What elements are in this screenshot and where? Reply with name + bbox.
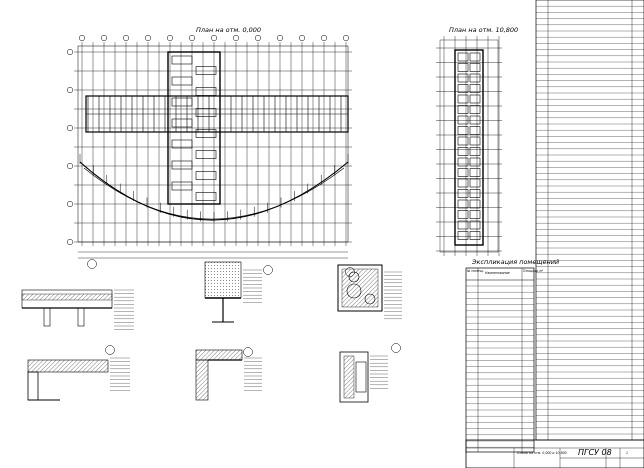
detail-section-1 [21, 259, 134, 330]
axis-marker [122, 34, 130, 42]
room [469, 157, 481, 167]
detail-section-6 [339, 343, 401, 403]
axis-marker [166, 34, 174, 42]
room [457, 52, 469, 62]
explication-header-name: Наименование [485, 271, 510, 275]
floor-plan-upper [436, 36, 502, 256]
axis-marker [66, 238, 74, 246]
axis-marker [66, 124, 74, 132]
axis-marker [66, 200, 74, 208]
plan-right-title: План на отм. 10,800 [449, 26, 519, 34]
room [195, 87, 217, 96]
room [171, 118, 193, 128]
room [171, 160, 193, 170]
room [469, 231, 481, 240]
room [469, 210, 481, 219]
axis-marker [66, 48, 74, 56]
sheet-caption: Планы на отм. 0,000 и 10,800 [517, 451, 567, 455]
axis-marker [210, 34, 218, 42]
room [171, 139, 193, 149]
room [457, 199, 469, 209]
room [457, 94, 469, 104]
room [171, 76, 193, 86]
title-block [465, 439, 644, 468]
axis-marker [144, 34, 152, 42]
explication-table [465, 267, 535, 453]
room [469, 105, 481, 114]
room [457, 178, 469, 188]
detail-section-3 [337, 264, 402, 319]
room [171, 55, 193, 65]
room [469, 136, 481, 146]
room [195, 192, 217, 201]
room [469, 147, 481, 156]
room [457, 210, 469, 219]
explication-header-area: Площадь м² [523, 269, 544, 273]
plan-left-title: План на отм. 0,000 [196, 26, 262, 34]
detail-section-4 [27, 345, 130, 401]
axis-marker [100, 34, 108, 42]
room-list-table [535, 0, 644, 441]
room [171, 181, 193, 191]
room [457, 147, 469, 156]
room [457, 115, 469, 125]
room [469, 115, 481, 125]
axis-marker [298, 34, 306, 42]
room [457, 220, 469, 230]
room [457, 126, 469, 135]
axis-marker [254, 34, 262, 42]
room [195, 171, 217, 180]
room [469, 199, 481, 209]
room [457, 231, 469, 240]
room [457, 168, 469, 177]
room [457, 84, 469, 93]
room [469, 220, 481, 230]
room [457, 189, 469, 198]
room [171, 97, 193, 107]
room [457, 136, 469, 146]
room [469, 126, 481, 135]
room [469, 168, 481, 177]
axis-marker [232, 34, 240, 42]
room [469, 84, 481, 93]
explication-title: Экспликация помещений [472, 258, 560, 266]
room [457, 73, 469, 83]
room [195, 129, 217, 138]
detail-section-2 [204, 261, 273, 323]
floor-plan-ground [66, 34, 352, 259]
room [457, 157, 469, 167]
axis-marker [342, 34, 350, 42]
room [195, 66, 217, 75]
room [469, 52, 481, 62]
room [469, 73, 481, 83]
axis-marker [276, 34, 284, 42]
room [469, 189, 481, 198]
axis-marker [66, 86, 74, 94]
project-code: ПГСУ 08 [578, 448, 612, 457]
room [469, 178, 481, 188]
detail-section-5 [195, 347, 262, 401]
room [195, 108, 217, 117]
axis-marker [78, 34, 86, 42]
explication-header-number: № помещ. [467, 269, 484, 273]
room [457, 63, 469, 72]
axis-marker [320, 34, 328, 42]
room [457, 105, 469, 114]
room [469, 63, 481, 72]
axis-marker [66, 162, 74, 170]
sheet-number: 1 [626, 451, 629, 455]
room [195, 150, 217, 159]
axis-marker [188, 34, 196, 42]
room [469, 94, 481, 104]
